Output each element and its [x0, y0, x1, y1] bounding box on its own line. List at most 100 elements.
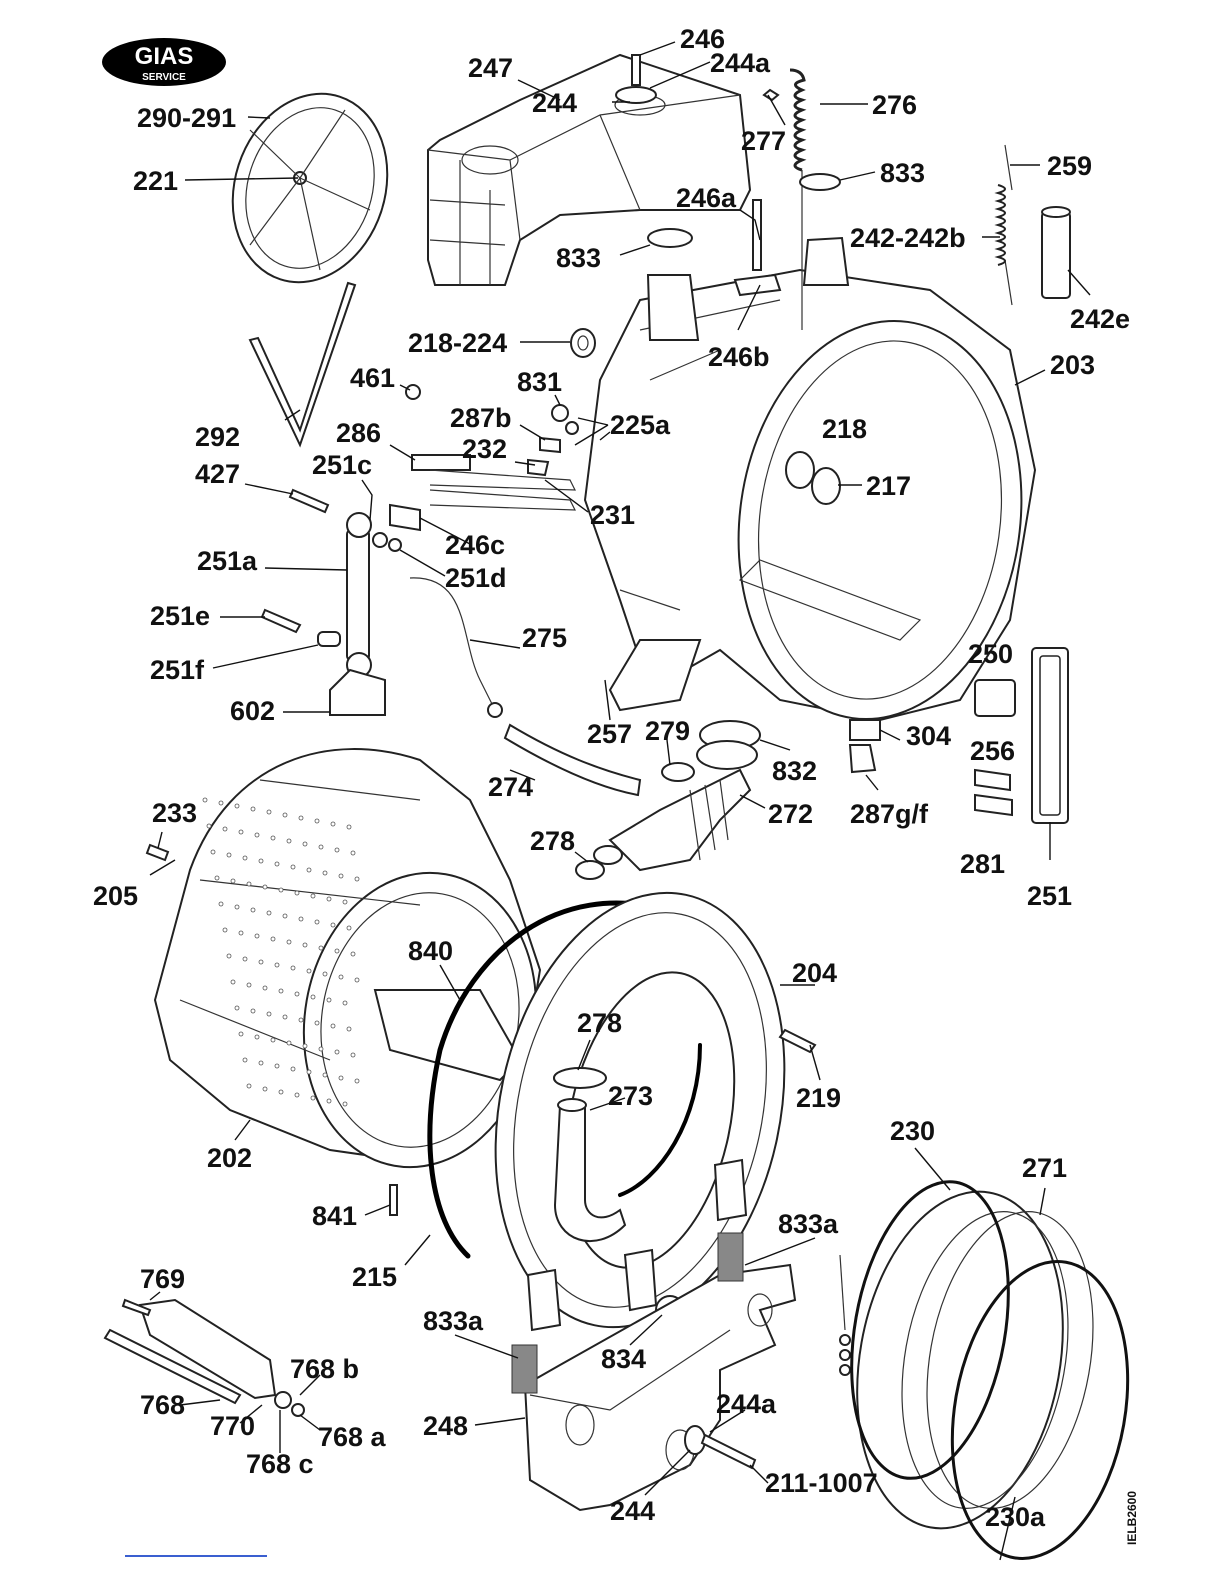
- clamp-ring-230: [850, 1180, 1010, 1480]
- clamp-ring-230a: [950, 1260, 1130, 1560]
- callout-272: 272: [768, 799, 813, 829]
- callout-248: 248: [423, 1411, 468, 1441]
- callout-219: 219: [796, 1083, 841, 1113]
- door-gasket-271: [856, 1190, 1094, 1530]
- callout-217: 217: [866, 471, 911, 501]
- callout-277: 277: [741, 126, 786, 156]
- callout-221: 221: [133, 166, 178, 196]
- callout-244a: 244a: [716, 1389, 777, 1419]
- drain-hose-274: [503, 723, 642, 797]
- callout-232: 232: [462, 434, 507, 464]
- callout-256: 256: [970, 736, 1015, 766]
- callout-833: 833: [556, 243, 601, 273]
- callout-225a: 225a: [610, 410, 671, 440]
- callout-244: 244: [610, 1496, 655, 1526]
- heater-support-257: [608, 639, 702, 712]
- callout-203: 203: [1050, 350, 1095, 380]
- callout-287b: 287b: [450, 403, 512, 433]
- callout-276: 276: [872, 90, 917, 120]
- callout-251e: 251e: [150, 601, 210, 631]
- front-counterweight-248: [511, 1232, 797, 1512]
- callout-833a: 833a: [423, 1306, 484, 1336]
- hose-clamps: [575, 762, 695, 880]
- callout-246: 246: [680, 24, 725, 54]
- callout-279: 279: [645, 716, 690, 746]
- suspension-spring-242: [994, 144, 1013, 306]
- callout-246a: 246a: [676, 183, 737, 213]
- callout-230: 230: [890, 1116, 935, 1146]
- drum-202: [153, 748, 542, 1169]
- callout-242-242b: 242-242b: [850, 223, 966, 253]
- footer-link-underline: [125, 1555, 267, 1557]
- callout-204: 204: [792, 958, 837, 988]
- callout-304: 304: [906, 721, 951, 751]
- bearing-218-224: [570, 328, 596, 358]
- callout-257: 257: [587, 719, 632, 749]
- callout-833a: 833a: [778, 1209, 839, 1239]
- tub-hose-276: [789, 68, 807, 330]
- callout-834: 834: [601, 1344, 646, 1374]
- callout-250: 250: [968, 639, 1013, 669]
- callout-251f: 251f: [150, 655, 205, 685]
- top-mount-fittings: [615, 54, 850, 341]
- bottom-support-bracket: [103, 1298, 305, 1417]
- callout-290-291: 290-291: [137, 103, 236, 133]
- leader-lines: [149, 41, 1091, 1561]
- callout-211-1007: 211-1007: [765, 1468, 878, 1498]
- pressure-tube-275: [409, 577, 503, 718]
- callout-602: 602: [230, 696, 275, 726]
- drawing-code: IELB2600: [1125, 1491, 1139, 1545]
- door-hinge-parts: [848, 647, 1069, 824]
- callout-251: 251: [1027, 881, 1072, 911]
- callout-287gf: 287g/f: [850, 799, 929, 829]
- callout-275: 275: [522, 623, 567, 653]
- callout-768a: 768 a: [318, 1422, 387, 1452]
- callout-281: 281: [960, 849, 1005, 879]
- tub-seal-ring-215: [427, 900, 668, 1259]
- drive-belt-292: [248, 281, 357, 448]
- callout-230a: 230a: [985, 1502, 1046, 1532]
- callout-244a: 244a: [710, 48, 771, 78]
- callout-242e: 242e: [1070, 304, 1130, 334]
- callout-274: 274: [488, 772, 533, 802]
- callout-831: 831: [517, 367, 562, 397]
- small-hardware: [260, 384, 579, 647]
- callout-215: 215: [352, 1262, 397, 1292]
- callout-832: 832: [772, 756, 817, 786]
- callout-247: 247: [468, 53, 513, 83]
- spring-sleeve-242e: [1041, 206, 1071, 299]
- shock-absorber-251a: [329, 512, 402, 716]
- callout-labels: 246 244a 247 244 276 277 290-291 221 833…: [93, 24, 1130, 1532]
- callout-768c: 768 c: [246, 1449, 314, 1479]
- callout-218-224: 218-224: [408, 328, 507, 358]
- callout-840: 840: [408, 936, 453, 966]
- misc-fasteners: [145, 88, 780, 1216]
- callout-768: 768: [140, 1390, 185, 1420]
- callout-461: 461: [350, 363, 395, 393]
- callout-278: 278: [577, 1008, 622, 1038]
- logo-name: GIAS: [135, 43, 194, 70]
- drum-perforation-pattern: [202, 797, 360, 1107]
- counterweight-bolt-211-1007: [684, 1254, 851, 1470]
- callout-769: 769: [140, 1264, 185, 1294]
- callout-286: 286: [336, 418, 381, 448]
- callout-259: 259: [1047, 151, 1092, 181]
- drum-pulley-290-291: [231, 92, 389, 284]
- callout-218: 218: [822, 414, 867, 444]
- callout-246c: 246c: [445, 530, 505, 560]
- callout-231: 231: [590, 500, 635, 530]
- callout-251d: 251d: [445, 563, 507, 593]
- callout-251c: 251c: [312, 450, 372, 480]
- callout-202: 202: [207, 1143, 252, 1173]
- callout-273: 273: [608, 1081, 653, 1111]
- callout-251a: 251a: [197, 546, 258, 576]
- callout-244: 244: [532, 88, 577, 118]
- callout-292: 292: [195, 422, 240, 452]
- callout-841: 841: [312, 1201, 357, 1231]
- callout-246b: 246b: [708, 342, 770, 372]
- callout-833: 833: [880, 158, 925, 188]
- gias-service-logo: GIAS SERVICE: [102, 38, 226, 86]
- callout-233: 233: [152, 798, 197, 828]
